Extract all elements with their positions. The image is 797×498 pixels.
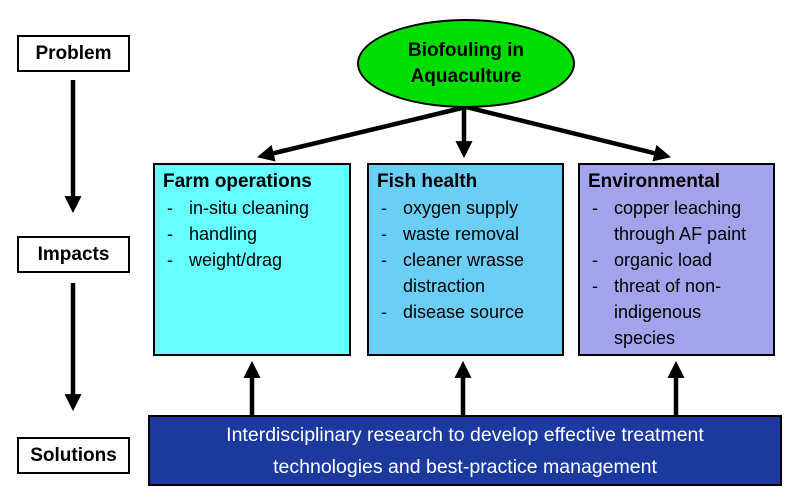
list-item: - disease source bbox=[377, 299, 552, 325]
arrow-root-to-environmental bbox=[465, 104, 671, 162]
list-item: - threat of non-indigenous species bbox=[588, 273, 763, 351]
bullet-dash: - bbox=[381, 250, 387, 270]
solutions-research-box: Interdisciplinary research to develop ef… bbox=[148, 415, 782, 486]
list-item-text: oxygen supply bbox=[403, 198, 519, 218]
list-item: - organic load bbox=[588, 247, 763, 273]
list-item: - weight/drag bbox=[163, 247, 339, 273]
impact-box-environmental: Environmental - copper leaching through … bbox=[578, 163, 775, 356]
bullet-dash: - bbox=[167, 250, 173, 270]
solutions-research-text: Interdisciplinary research to develop ef… bbox=[226, 423, 704, 478]
impact-box-fish-health: Fish health - oxygen supply - waste remo… bbox=[367, 163, 564, 356]
bullet-dash: - bbox=[381, 198, 387, 218]
list-item-text: in-situ cleaning bbox=[189, 198, 310, 218]
impact-box-title: Environmental bbox=[588, 171, 720, 192]
flow-label-impacts: Impacts bbox=[17, 236, 130, 273]
list-item: - handling bbox=[163, 221, 339, 247]
list-item-text: disease source bbox=[403, 302, 525, 322]
list-item: - in-situ cleaning bbox=[163, 195, 339, 221]
root-node-label: Biofouling in Aquaculture bbox=[407, 39, 525, 87]
impact-box-title: Fish health bbox=[377, 171, 478, 192]
list-item-text: handling bbox=[189, 224, 258, 244]
root-node-ellipse: Biofouling in Aquaculture bbox=[357, 19, 575, 108]
bullet-dash: - bbox=[167, 224, 173, 244]
arrow-root-to-farm-operations bbox=[257, 104, 467, 162]
bullet-dash: - bbox=[381, 302, 387, 322]
list-item-text: threat of non-indigenous species bbox=[614, 276, 722, 348]
list-item-text: cleaner wrasse distraction bbox=[403, 250, 525, 296]
bullet-dash: - bbox=[592, 250, 598, 270]
impact-box-title: Farm operations bbox=[163, 171, 312, 192]
list-item-text: organic load bbox=[614, 250, 713, 270]
list-item-text: waste removal bbox=[403, 224, 520, 244]
bullet-dash: - bbox=[381, 224, 387, 244]
list-item: - copper leaching through AF paint bbox=[588, 195, 763, 247]
list-item-text: copper leaching through AF paint bbox=[614, 198, 747, 244]
bullet-dash: - bbox=[592, 198, 598, 218]
flow-label-problem: Problem bbox=[17, 35, 130, 72]
impact-box-farm-operations: Farm operations - in-situ cleaning - han… bbox=[153, 163, 351, 356]
list-item: - oxygen supply bbox=[377, 195, 552, 221]
list-item: - waste removal bbox=[377, 221, 552, 247]
list-item-text: weight/drag bbox=[189, 250, 283, 270]
list-item: - cleaner wrasse distraction bbox=[377, 247, 552, 299]
bullet-dash: - bbox=[167, 198, 173, 218]
flow-label-solutions: Solutions bbox=[17, 437, 130, 474]
bullet-dash: - bbox=[592, 276, 598, 296]
